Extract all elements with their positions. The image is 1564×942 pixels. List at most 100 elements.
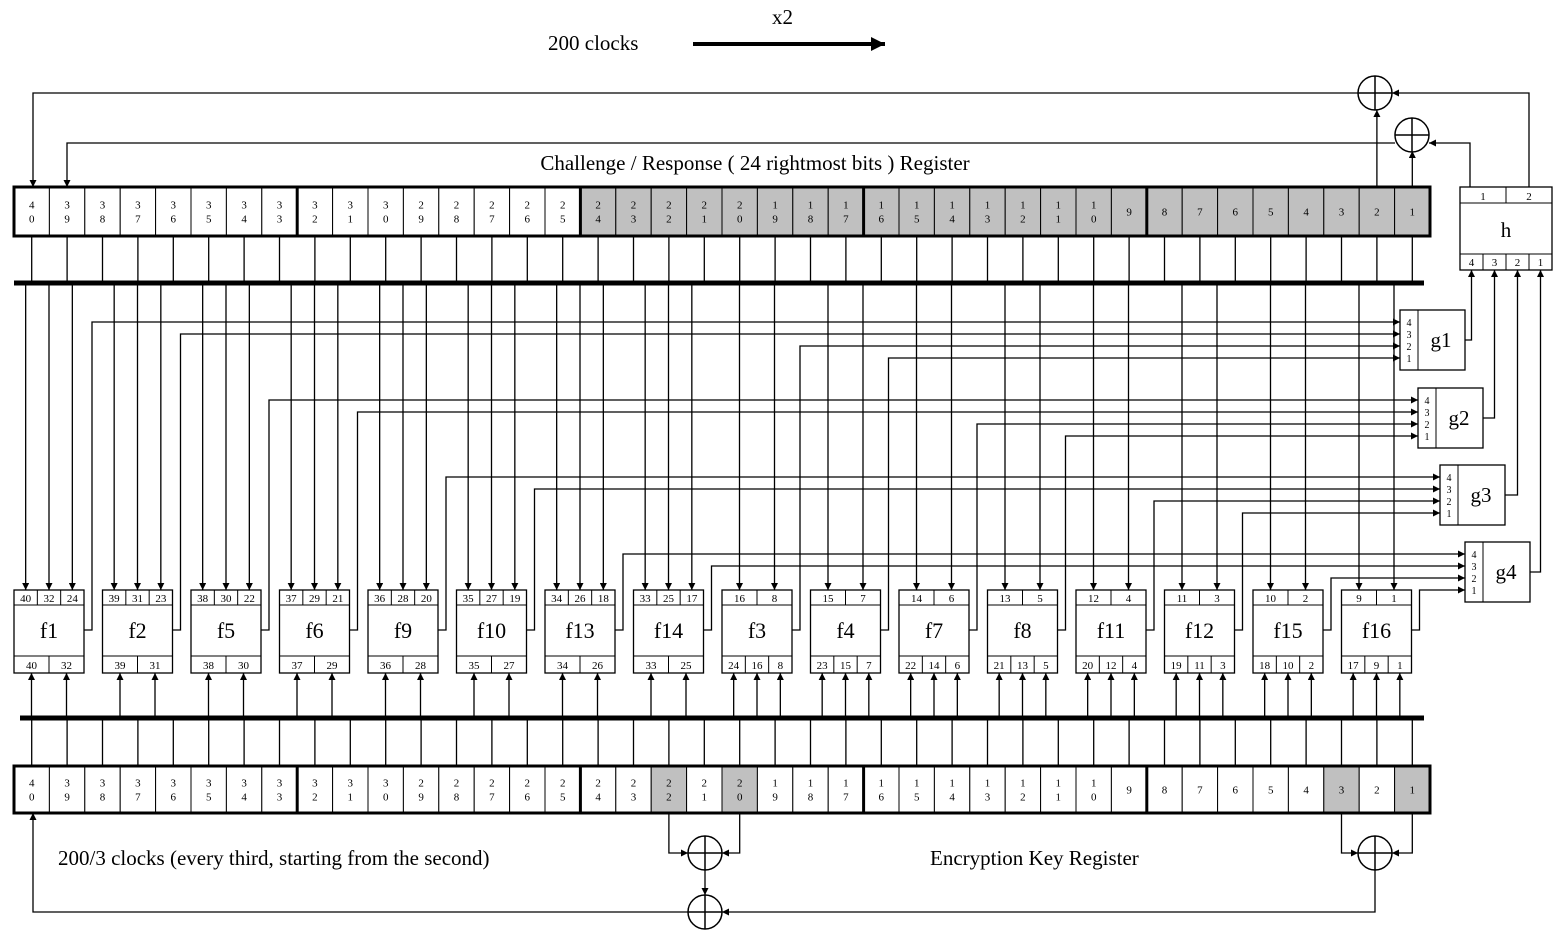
f-bottom-input-label: 10 (1283, 660, 1295, 672)
register-cell-11 (1040, 765, 1077, 814)
f-top-input-label: 1 (1391, 593, 1397, 605)
h-input-label: 1 (1538, 257, 1544, 269)
f-bottom-input-label: 35 (469, 660, 481, 672)
register-cell-label: 7 (1197, 207, 1203, 219)
g-box-name: g1 (1431, 328, 1452, 352)
f-top-input-label: 11 (1177, 593, 1188, 605)
g-input-label: 3 (1425, 408, 1430, 419)
xor-icon (1394, 117, 1430, 153)
register-cell-32 (296, 186, 334, 237)
f-bottom-input-label: 38 (203, 660, 215, 672)
g-input-label: 1 (1447, 509, 1452, 520)
register-cell-label: 4 (1303, 207, 1309, 219)
g-input-label: 1 (1425, 432, 1430, 443)
f-top-input-label: 13 (1000, 593, 1012, 605)
register-cell-label: 3 (1339, 207, 1345, 219)
f-bottom-input-label: 30 (238, 660, 250, 672)
f-bottom-input-label: 8 (778, 660, 784, 672)
register-cell-36 (155, 186, 192, 237)
register-cell-3 (1323, 765, 1360, 814)
register-cell-25 (544, 186, 581, 237)
register-cell-39 (48, 765, 86, 814)
key-clock-note: 200/3 clocks (every third, starting from… (58, 846, 490, 870)
f-box-name: f13 (565, 618, 594, 643)
f-to-g-line (349, 408, 1418, 631)
register-cell-34 (225, 765, 263, 814)
register-cell-9 (1110, 186, 1148, 237)
f-top-input-label: 7 (860, 593, 866, 605)
f-to-g-line (1411, 586, 1465, 631)
register-cell-24 (579, 186, 617, 237)
h-output-label: 2 (1526, 191, 1532, 203)
f-box-name: f7 (925, 618, 943, 643)
f-box-name: f10 (477, 618, 506, 643)
f-to-g-line (1323, 574, 1465, 631)
register-cell-14 (933, 186, 971, 237)
g-input-label: 4 (1472, 550, 1477, 561)
register-cell-27 (473, 765, 511, 814)
g-input-label: 2 (1425, 420, 1430, 431)
register-cell-2 (1358, 765, 1396, 814)
f-bottom-input-label: 37 (292, 660, 304, 672)
g-box-frame (1464, 541, 1531, 603)
f-to-g-line (615, 550, 1465, 631)
f-bottom-input-label: 32 (61, 660, 72, 672)
f-bottom-input-label: 34 (557, 660, 569, 672)
f-bottom-input-label: 26 (592, 660, 604, 672)
f-top-input-label: 29 (309, 593, 321, 605)
g-box-name: g4 (1496, 560, 1518, 584)
f-top-input-label: 39 (109, 593, 121, 605)
register-cell-label: 8 (1162, 785, 1168, 797)
f-bottom-input-label: 9 (1374, 660, 1380, 672)
f-box-name: f2 (128, 618, 146, 643)
g-to-h-line (1505, 270, 1521, 496)
f-top-input-label: 14 (911, 593, 923, 605)
register-cell-21 (686, 186, 723, 237)
register-cell-label: 2 (1374, 207, 1380, 219)
f-bottom-input-label: 25 (681, 660, 693, 672)
register-cell-33 (261, 765, 298, 814)
encryption-key-register-border (12, 764, 1432, 815)
f-top-input-label: 8 (772, 593, 778, 605)
register-cell-18 (792, 765, 829, 814)
f-bottom-input-label: 29 (327, 660, 339, 672)
key-register-label: Encryption Key Register (930, 846, 1139, 870)
f-bottom-input-label: 24 (728, 660, 740, 672)
f-box-name: f8 (1013, 618, 1031, 643)
f-bottom-input-label: 40 (26, 660, 38, 672)
register-cell-14 (933, 765, 971, 814)
